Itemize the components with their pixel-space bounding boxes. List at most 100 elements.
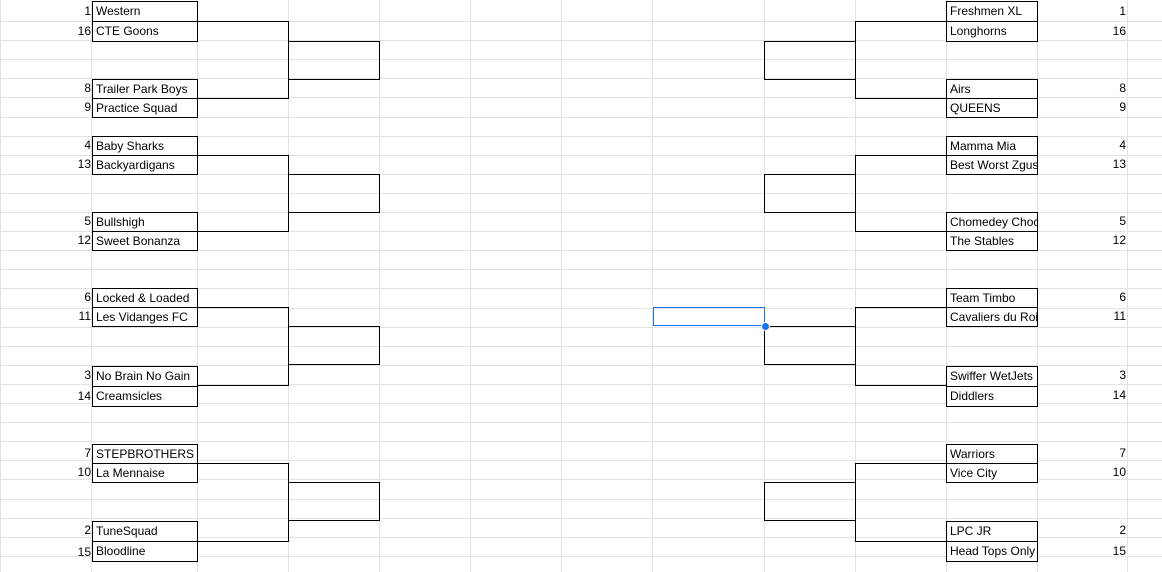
grid-row-line [0, 250, 1162, 251]
seed-cell[interactable]: 6 [84, 290, 91, 304]
seed-cell[interactable]: 6 [1119, 290, 1126, 304]
grid-row-line [0, 269, 1162, 270]
seed-cell[interactable]: 5 [84, 214, 91, 228]
team-cell[interactable]: Mamma Mia [946, 136, 1038, 156]
team-cell[interactable]: Cavaliers du Roi [946, 307, 1038, 327]
grid-row-line [0, 479, 1162, 480]
seed-cell[interactable]: 2 [1119, 523, 1126, 537]
grid-column-line [379, 0, 380, 572]
round2-box[interactable] [764, 174, 856, 213]
seed-cell[interactable]: 10 [1112, 465, 1126, 479]
grid-row-line [0, 97, 1162, 98]
round2-box[interactable] [764, 482, 856, 521]
seed-cell[interactable]: 15 [77, 545, 91, 559]
seed-cell[interactable]: 15 [1112, 544, 1126, 558]
grid-column-line [288, 0, 289, 572]
grid-column-line [561, 0, 562, 572]
seed-cell[interactable]: 12 [77, 233, 91, 247]
seed-cell[interactable]: 2 [84, 523, 91, 537]
team-cell[interactable]: Les Vidanges FC [92, 307, 198, 327]
fill-handle[interactable] [761, 322, 770, 331]
bracket-line [197, 231, 289, 232]
team-cell[interactable]: Bullshigh [92, 212, 198, 232]
grid-column-line [652, 0, 653, 572]
grid-row-line [0, 212, 1162, 213]
team-cell[interactable]: Sweet Bonanza [92, 231, 198, 251]
seed-cell[interactable]: 8 [84, 81, 91, 95]
bracket-line [855, 307, 856, 386]
round2-box[interactable] [288, 482, 380, 521]
seed-cell[interactable]: 5 [1119, 214, 1126, 228]
team-cell[interactable]: LPC JR [946, 521, 1038, 542]
seed-cell[interactable]: 3 [84, 368, 91, 382]
seed-cell[interactable]: 10 [77, 465, 91, 479]
bracket-line [197, 385, 289, 386]
team-cell[interactable]: Head Tops Only [946, 541, 1038, 562]
team-cell[interactable]: STEPBROTHERS [92, 444, 198, 464]
seed-cell[interactable]: 11 [1113, 309, 1126, 323]
team-cell[interactable]: Bloodline [92, 541, 198, 562]
round2-box[interactable] [764, 41, 856, 80]
grid-row-line [0, 518, 1162, 519]
team-cell[interactable]: Baby Sharks [92, 136, 198, 156]
selected-cell[interactable] [653, 307, 765, 326]
team-cell[interactable]: Warriors [946, 444, 1038, 464]
seed-cell[interactable]: 8 [1119, 81, 1126, 95]
bracket-line [197, 98, 289, 99]
team-cell[interactable]: Longhorns [946, 21, 1038, 42]
team-cell[interactable]: No Brain No Gain [92, 366, 198, 387]
team-cell[interactable]: QUEENS [946, 98, 1038, 118]
seed-cell[interactable]: 1 [84, 4, 91, 18]
team-cell[interactable]: Locked & Loaded [92, 288, 198, 308]
seed-cell[interactable]: 14 [77, 389, 91, 403]
team-cell[interactable]: The Stables [946, 231, 1038, 251]
team-cell[interactable]: Diddlers [946, 386, 1038, 407]
grid-column-line [470, 0, 471, 572]
seed-cell[interactable]: 7 [84, 446, 91, 460]
team-cell[interactable]: Vice City [946, 463, 1038, 483]
team-cell[interactable]: Airs [946, 79, 1038, 99]
grid-column-line [91, 0, 92, 572]
grid-row-line [0, 460, 1162, 461]
seed-cell[interactable]: 11 [78, 309, 91, 323]
seed-cell[interactable]: 9 [84, 100, 91, 114]
round2-box[interactable] [288, 326, 380, 365]
seed-cell[interactable]: 12 [1112, 233, 1126, 247]
seed-cell[interactable]: 13 [77, 157, 91, 171]
team-cell[interactable]: Freshmen XL [946, 1, 1038, 22]
seed-cell[interactable]: 16 [1112, 24, 1126, 38]
bracket-line [855, 307, 947, 308]
seed-cell[interactable]: 7 [1119, 446, 1126, 460]
team-cell[interactable]: Western [92, 1, 198, 22]
grid-row-line [0, 174, 1162, 175]
team-cell[interactable]: TuneSquad [92, 521, 198, 542]
seed-cell[interactable]: 16 [77, 24, 91, 38]
bracket-line [197, 21, 289, 22]
team-cell[interactable]: CTE Goons [92, 21, 198, 42]
bracket-line [855, 155, 947, 156]
round2-box[interactable] [288, 174, 380, 213]
seed-cell[interactable]: 13 [1112, 157, 1126, 171]
team-cell[interactable]: Best Worst Zgus [946, 155, 1038, 175]
grid-column-line [197, 0, 198, 572]
round2-box[interactable] [288, 41, 380, 80]
seed-cell[interactable]: 4 [1119, 138, 1126, 152]
team-cell[interactable]: Team Timbo [946, 288, 1038, 308]
seed-cell[interactable]: 3 [1119, 368, 1126, 382]
team-cell[interactable]: Trailer Park Boys [92, 79, 198, 99]
team-cell[interactable]: Swiffer WetJets [946, 366, 1038, 387]
grid-column-line [946, 0, 947, 572]
team-cell[interactable]: La Mennaise [92, 463, 198, 483]
team-cell[interactable]: Chomedey Choc [946, 212, 1038, 232]
team-cell[interactable]: Backyardigans [92, 155, 198, 175]
seed-cell[interactable]: 1 [1119, 4, 1126, 18]
team-cell[interactable]: Practice Squad [92, 98, 198, 118]
seed-cell[interactable]: 14 [1112, 388, 1126, 402]
team-cell[interactable]: Creamsicles [92, 386, 198, 407]
grid-row-line [0, 403, 1162, 404]
seed-cell[interactable]: 4 [84, 138, 91, 152]
grid-row-line [0, 136, 1162, 137]
seed-cell[interactable]: 9 [1119, 100, 1126, 114]
grid-row-line [0, 422, 1162, 423]
